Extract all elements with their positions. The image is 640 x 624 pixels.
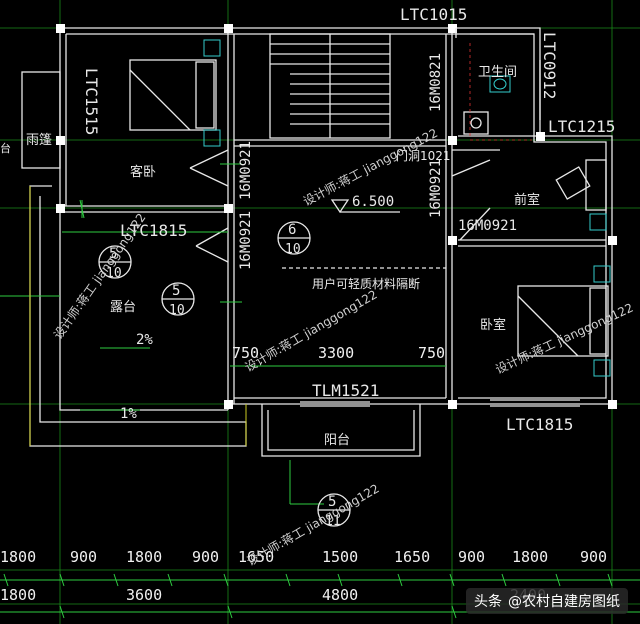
dim1-5: 1500 <box>322 548 358 566</box>
bedroom-label: 卧室 <box>480 317 506 333</box>
dim1-1: 900 <box>70 548 97 566</box>
door-guest-2: 16M0921 <box>238 211 254 270</box>
author-name: @农村自建房图纸 <box>508 594 620 610</box>
toilet-icon <box>489 75 511 93</box>
dimension-ticks <box>3 573 613 619</box>
balcony-label: 阳台 <box>324 433 350 448</box>
section-mark-2-bottom: 10 <box>169 303 185 318</box>
door-tlm1521: TLM1521 <box>312 381 379 400</box>
inner-dim-mid: 3300 <box>318 344 354 362</box>
armchair-icon <box>555 159 607 231</box>
windows-lines <box>300 28 580 407</box>
section-mark-1-bottom: 10 <box>106 266 122 281</box>
section-mark-4-bottom: 11 <box>325 514 341 529</box>
window-ltc1015: LTC1015 <box>400 5 467 24</box>
partition-note: 用户可轻质材料隔断 <box>312 276 420 291</box>
inner-dim-right: 750 <box>418 344 445 362</box>
door-bath: 16M0821 <box>428 53 444 112</box>
window-ltc1515: LTC1515 <box>82 68 101 135</box>
staircase <box>269 33 391 139</box>
section-mark-3-bottom: 10 <box>285 242 301 257</box>
watermark-3: 设计师:蒋工 jianggong122 <box>243 287 380 374</box>
door-ante-v: 16M0921 <box>428 159 444 218</box>
bathroom-label: 卫生间 <box>478 65 517 80</box>
platform-name: 头条 <box>474 594 502 610</box>
red-lines <box>469 40 532 141</box>
dim2-1: 3600 <box>126 586 162 604</box>
terrace-label: 露台 <box>110 300 136 315</box>
watermark-4: 设计师:蒋工 jianggong122 <box>493 301 635 377</box>
lower-slope: 1% <box>120 406 137 422</box>
door-opening: 门洞1021 <box>396 148 451 163</box>
dim1-8: 1800 <box>512 548 548 566</box>
terrace-slope: 2% <box>136 332 153 348</box>
watermark-2: 设计师:蒋工 jianggong122 <box>51 211 149 342</box>
side-left-label: 台 <box>0 141 11 155</box>
guest-bedroom-label: 客卧 <box>130 164 156 180</box>
dim1-7: 900 <box>458 548 485 566</box>
sink-icon <box>463 111 489 135</box>
window-ltc1815-guest: LTC1815 <box>120 221 187 240</box>
dim1-2: 1800 <box>126 548 162 566</box>
section-mark-3-top: 6 <box>288 222 296 238</box>
door-guest: 16M0921 <box>238 141 254 200</box>
window-ltc0912: LTC0912 <box>540 32 559 99</box>
dim1-4: 1650 <box>238 548 274 566</box>
dim1-0: 1800 <box>0 548 36 566</box>
window-ltc1215: LTC1215 <box>548 117 615 136</box>
bedroom-bed <box>517 265 611 377</box>
section-mark-1-top: 5 <box>109 246 117 262</box>
dim1-9: 900 <box>580 548 607 566</box>
anteroom-label: 前室 <box>514 192 540 208</box>
guest-bed <box>129 39 221 147</box>
elevation-value: 6.500 <box>352 194 394 210</box>
door-ante-h: 16M0921 <box>458 218 517 234</box>
section-mark-4-top: 5 <box>328 494 336 510</box>
watermark-5: 设计师:蒋工 jianggong122 <box>245 481 382 568</box>
yellow-lines <box>29 186 247 446</box>
section-mark-2-top: 5 <box>172 283 180 299</box>
inner-dim-left: 750 <box>232 344 259 362</box>
dim2-2: 4800 <box>322 586 358 604</box>
canopy-label: 雨篷 <box>26 133 52 148</box>
window-ltc1815-bedroom: LTC1815 <box>506 415 573 434</box>
door-swings <box>189 149 500 263</box>
dim2-0: 1800 <box>0 586 36 604</box>
columns <box>56 24 617 409</box>
dimension-row-2: 1800 3600 4800 2400 <box>0 586 546 604</box>
platform-badge: 头条 @农村自建房图纸 <box>466 588 628 614</box>
elevation-mark <box>330 199 400 214</box>
dim1-3: 900 <box>192 548 219 566</box>
dim1-6: 1650 <box>394 548 430 566</box>
section-marks <box>98 221 351 527</box>
dimension-row-1: 1800 900 1800 900 1650 1500 1650 900 180… <box>0 548 607 566</box>
